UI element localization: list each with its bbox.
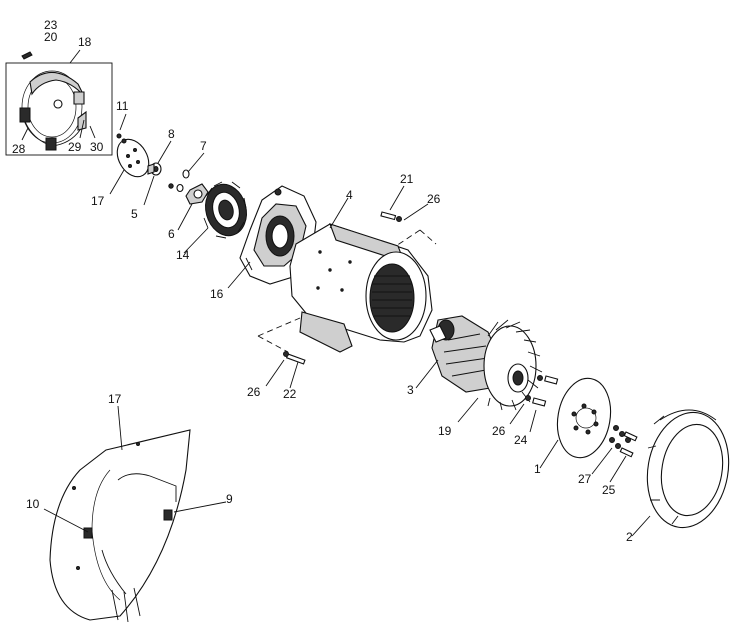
- callout-26-top: 26: [427, 192, 441, 206]
- callout-14: 14: [176, 248, 190, 262]
- adapter-plate-1: [556, 377, 612, 459]
- outer-ring-2: [646, 409, 730, 529]
- stator-housing-4: [289, 223, 433, 353]
- bolt-21: [380, 211, 402, 222]
- callout-26-left: 26: [247, 385, 261, 399]
- callout-19: 19: [438, 424, 452, 438]
- callout-6: 6: [168, 227, 175, 241]
- fan-14: [203, 181, 247, 239]
- callout-9: 9: [226, 492, 233, 506]
- hardware-25-27: [609, 425, 638, 458]
- hardware-7: [168, 169, 190, 193]
- callout-28: 28: [12, 142, 26, 156]
- hardware-5-8: [147, 162, 162, 176]
- callout-2: 2: [626, 530, 633, 544]
- callout-23: 23: [44, 18, 58, 32]
- large-cover-plate-17: [49, 429, 191, 623]
- callout-24: 24: [514, 433, 528, 447]
- callout-30: 30: [90, 140, 104, 154]
- inset-box: [5, 49, 113, 156]
- hub-6: [185, 183, 209, 205]
- callout-11: 11: [116, 99, 129, 113]
- cover-plate-small: [116, 133, 150, 178]
- callout-5: 5: [131, 207, 138, 221]
- hardware-24-26: [525, 375, 559, 407]
- callout-16: 16: [210, 287, 224, 301]
- callout-7: 7: [200, 139, 207, 153]
- callout-17-bottom: 17: [108, 392, 122, 406]
- brush-holder-assembly: [19, 70, 87, 151]
- callout-27: 27: [578, 472, 592, 486]
- callout-25: 25: [602, 483, 616, 497]
- callout-26-right: 26: [492, 424, 506, 438]
- callout-21: 21: [400, 172, 414, 186]
- bolt-22: [283, 351, 306, 365]
- callout-29: 29: [68, 140, 82, 154]
- fan-19: [483, 319, 543, 411]
- callout-8: 8: [168, 127, 175, 141]
- callout-22: 22: [283, 387, 297, 401]
- callout-3: 3: [407, 383, 414, 397]
- callout-17-top: 17: [91, 194, 105, 208]
- callout-4: 4: [346, 188, 353, 202]
- callout-labels: 23 20 18 28 29 30 11 8 7 17 5 6 14 16 4 …: [12, 18, 633, 544]
- screw-20-23: [21, 51, 33, 60]
- callout-1: 1: [534, 462, 541, 476]
- callout-18: 18: [78, 35, 92, 49]
- callout-20: 20: [44, 30, 58, 44]
- callout-10: 10: [26, 497, 40, 511]
- rotor-3: [429, 315, 501, 393]
